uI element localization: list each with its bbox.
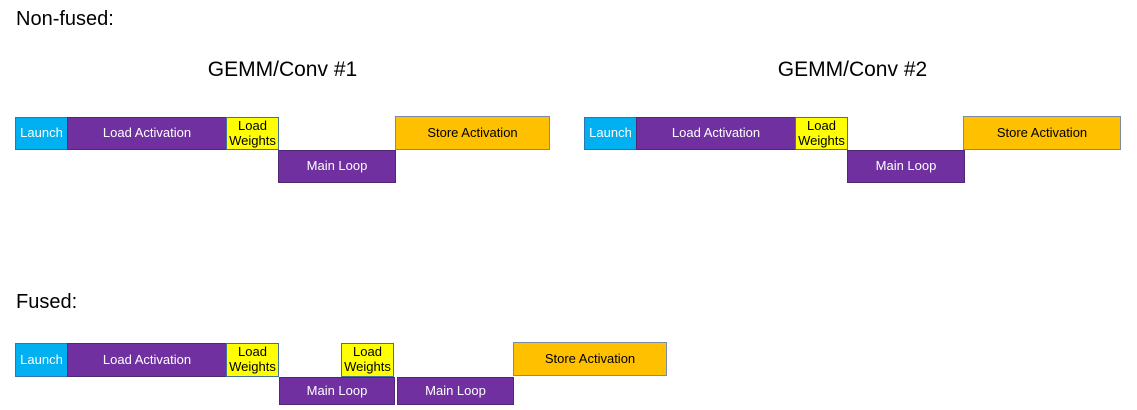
nonfused1-store-activation-block: Store Activation: [395, 116, 550, 150]
gemm-conv-2-title: GEMM/Conv #2: [777, 58, 928, 81]
nonfused-heading: Non-fused:: [16, 8, 114, 30]
nonfused2-load-weights-block: Load Weights: [795, 117, 848, 150]
nonfused1-load-weights-block: Load Weights: [226, 117, 279, 150]
fused-load-weights-2-block: Load Weights: [341, 343, 394, 377]
nonfused2-store-activation-block: Store Activation: [963, 116, 1121, 150]
fused-main-loop-1-block: Main Loop: [279, 377, 395, 405]
nonfused2-load-activation-block: Load Activation: [636, 117, 796, 150]
fused-store-activation-block: Store Activation: [513, 342, 667, 376]
fused-load-activation-block: Load Activation: [67, 343, 227, 377]
fused-main-loop-2-block: Main Loop: [397, 377, 514, 405]
gemm-conv-1-title: GEMM/Conv #1: [207, 58, 358, 81]
fused-heading: Fused:: [16, 291, 78, 313]
nonfused1-main-loop-block: Main Loop: [278, 150, 396, 183]
fused-load-weights-1-block: Load Weights: [226, 343, 279, 377]
nonfused2-launch-block: Launch: [584, 117, 637, 150]
nonfused1-launch-block: Launch: [15, 117, 68, 150]
nonfused2-main-loop-block: Main Loop: [847, 150, 965, 183]
nonfused1-load-activation-block: Load Activation: [67, 117, 227, 150]
fused-launch-block: Launch: [15, 343, 68, 377]
